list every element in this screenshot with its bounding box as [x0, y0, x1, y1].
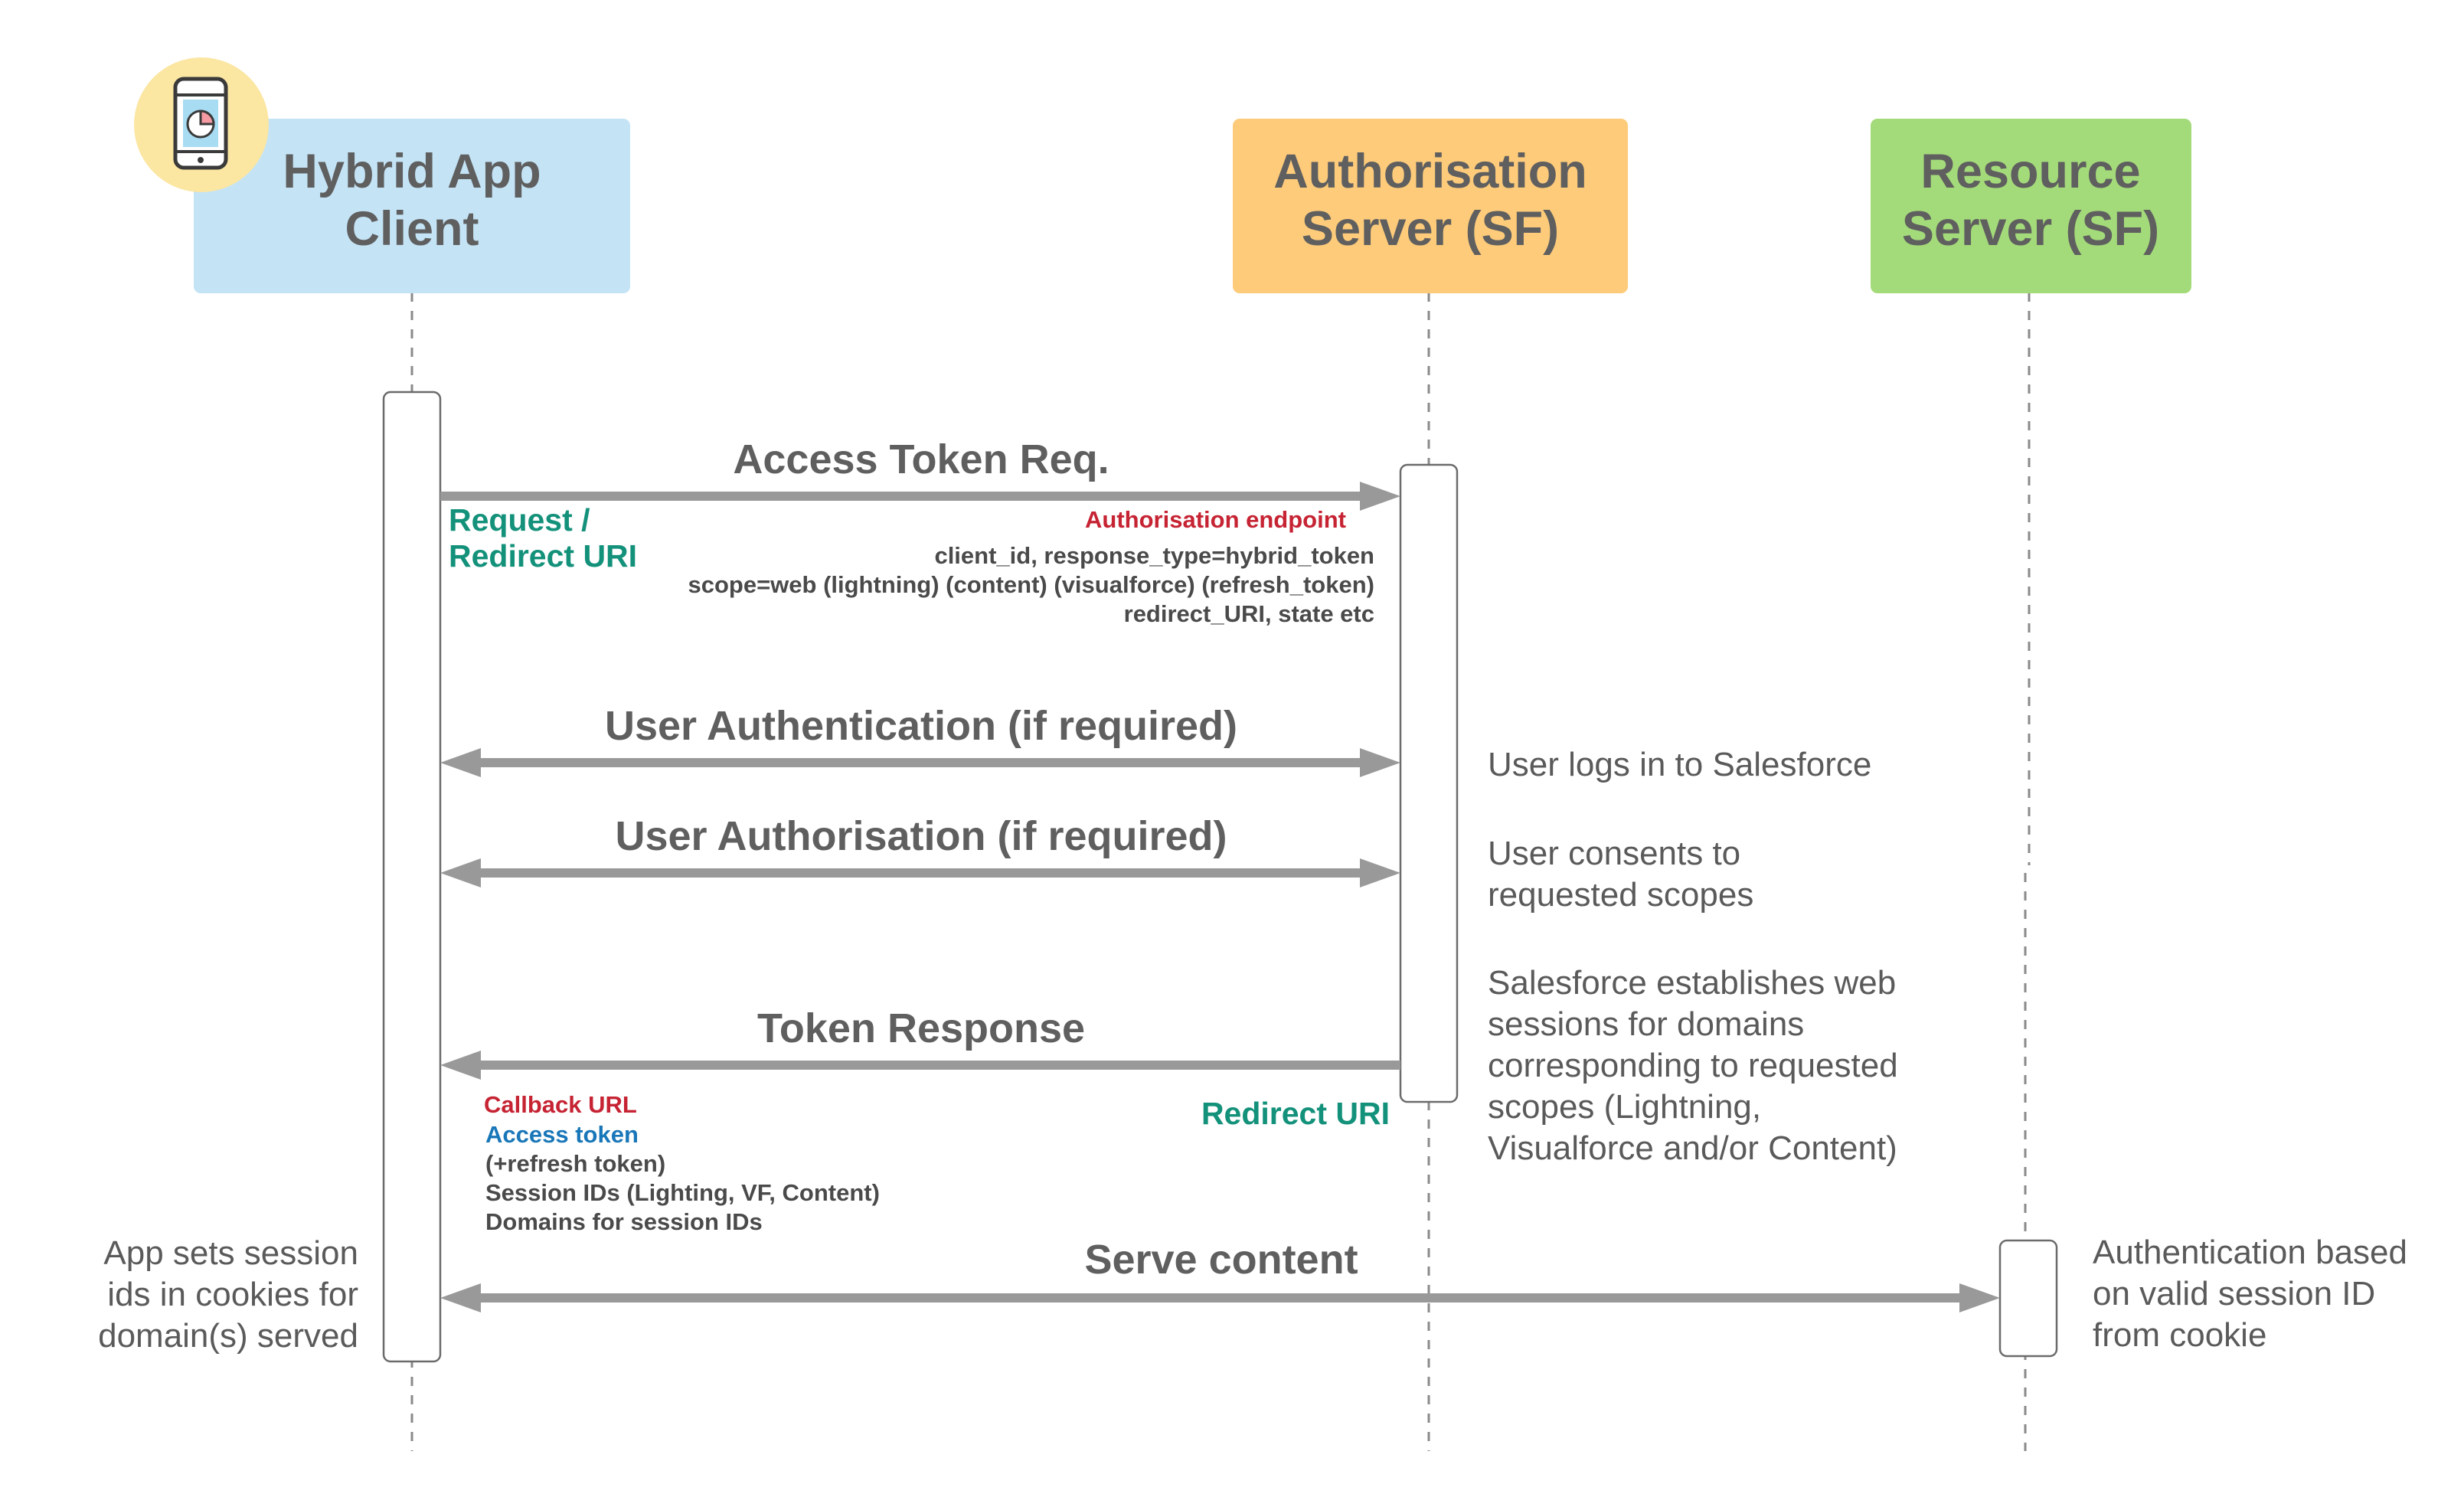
- note-app-3: domain(s) served: [98, 1317, 358, 1355]
- note-sessions-5: Visualforce and/or Content): [1488, 1129, 1897, 1167]
- participant-auth-line2: Server (SF): [1302, 202, 1559, 256]
- resource-activation: [1998, 1239, 2058, 1358]
- session-ids-label: Session IDs (Lighting, VF, Content): [485, 1179, 880, 1206]
- client-activation: [382, 391, 442, 1363]
- user-authorisation-label: User Authorisation (if required): [615, 813, 1227, 859]
- request-param-2: scope=web (lightning) (content) (visualf…: [688, 571, 1374, 598]
- token-response-label: Token Response: [757, 1005, 1085, 1051]
- request-label-1: Request /: [449, 502, 590, 538]
- note-sessions-1: Salesforce establishes web: [1488, 964, 1896, 1002]
- note-resource-2: on valid session ID: [2093, 1275, 2375, 1312]
- access-token-req-arrow: [440, 482, 1400, 511]
- note-consent-2: requested scopes: [1488, 876, 1753, 914]
- participant-resource-box: [1871, 119, 2191, 293]
- note-app-1: App sets session: [103, 1234, 358, 1272]
- token-response-arrow: [440, 1051, 1400, 1080]
- note-resource-1: Authentication based: [2093, 1234, 2407, 1271]
- user-authentication-arrow: [440, 748, 1400, 777]
- participant-client-box: [194, 119, 630, 293]
- domains-label: Domains for session IDs: [485, 1208, 763, 1235]
- redirect-uri-label: Redirect URI: [1201, 1096, 1390, 1131]
- participant-client-line1: Hybrid App: [283, 145, 541, 198]
- participant-auth-box: [1233, 119, 1628, 293]
- serve-content-label: Serve content: [1084, 1237, 1358, 1283]
- pie-slice: [199, 109, 215, 126]
- request-param-3: redirect_URI, state etc: [1124, 600, 1374, 627]
- participant-client: Hybrid App Client: [194, 119, 630, 293]
- note-sessions-3: corresponding to requested: [1488, 1047, 1898, 1084]
- authorisation-endpoint-label: Authorisation endpoint: [1085, 506, 1346, 533]
- participant-auth-line1: Authorisation: [1273, 145, 1587, 198]
- participant-auth: Authorisation Server (SF): [1233, 119, 1628, 293]
- access-token-req-label: Access Token Req.: [733, 436, 1109, 482]
- serve-content-arrow: [440, 1283, 2000, 1312]
- note-consent-1: User consents to: [1488, 835, 1740, 872]
- participant-resource-line1: Resource: [1920, 145, 2140, 198]
- user-authorisation-arrow: [440, 858, 1400, 887]
- mobile-pie-chart-icon: [134, 57, 269, 192]
- auth-activation: [1399, 463, 1459, 1103]
- participant-resource: Resource Server (SF): [1871, 119, 2191, 293]
- note-sessions-2: sessions for domains: [1488, 1005, 1804, 1043]
- note-app-2: ids in cookies for: [107, 1276, 358, 1313]
- user-authentication-label: User Authentication (if required): [605, 703, 1237, 749]
- note-login: User logs in to Salesforce: [1488, 746, 1871, 783]
- phone-home-button: [198, 157, 204, 163]
- request-param-1: client_id, response_type=hybrid_token: [934, 542, 1374, 569]
- note-sessions-4: scopes (Lightning,: [1488, 1088, 1761, 1126]
- participant-resource-line2: Server (SF): [1902, 202, 2159, 256]
- note-resource-3: from cookie: [2093, 1316, 2266, 1354]
- access-token-label: Access token: [485, 1121, 639, 1148]
- refresh-token-label: (+refresh token): [485, 1150, 665, 1177]
- participant-client-line2: Client: [345, 202, 479, 256]
- callback-url-label: Callback URL: [484, 1091, 637, 1118]
- request-label-2: Redirect URI: [449, 538, 637, 574]
